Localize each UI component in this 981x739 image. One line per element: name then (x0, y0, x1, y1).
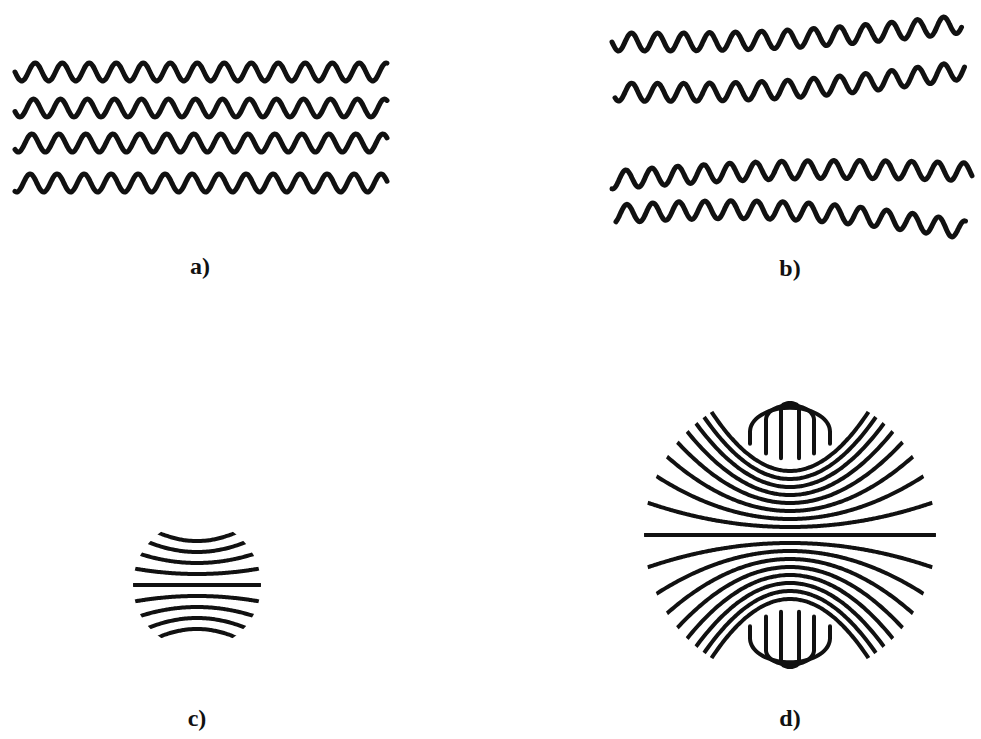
polymer-chain (615, 64, 965, 101)
panel-label: c) (188, 705, 207, 732)
polymer-chain (616, 201, 966, 237)
lamella-line (640, 395, 940, 503)
hairpin-fold (766, 405, 814, 453)
parallel-chains (15, 63, 387, 192)
panel-label: b) (779, 255, 800, 282)
lamella-line (640, 591, 940, 739)
hairpin-fold (781, 612, 799, 667)
lamella-line (640, 325, 940, 487)
lamella-line (640, 500, 940, 527)
lamella-line (640, 575, 940, 710)
lamella-line (640, 430, 940, 511)
lamella-line (640, 360, 940, 495)
polymer-chain (15, 174, 387, 192)
lamella-line (640, 465, 940, 519)
polymer-chain (15, 99, 387, 117)
polymer-chain (15, 134, 387, 152)
lamella-line (640, 255, 940, 471)
lamella-line (127, 629, 267, 656)
lamella-line (127, 531, 267, 552)
lamella-line (127, 596, 267, 603)
panel-label: a) (190, 253, 210, 280)
lamella-line (127, 514, 267, 541)
hairpin-fold (750, 408, 830, 444)
polymer-chain (612, 17, 962, 51)
chain-bundles (612, 17, 972, 237)
hairpin-fold (766, 617, 814, 665)
hairpin-fold (781, 403, 799, 458)
panel-label: d) (779, 705, 800, 732)
lamella-line (127, 549, 267, 563)
polymer-chain (15, 63, 387, 81)
chain-sheaf (127, 514, 267, 657)
polymer-chain (612, 160, 972, 188)
lamella-line (640, 583, 940, 739)
hairpin-fold (750, 626, 830, 662)
lamella-line (640, 533, 940, 537)
lamella-line (640, 599, 940, 739)
lamella-line (127, 583, 267, 587)
lamella-line (127, 567, 267, 574)
spherulite (640, 255, 940, 739)
